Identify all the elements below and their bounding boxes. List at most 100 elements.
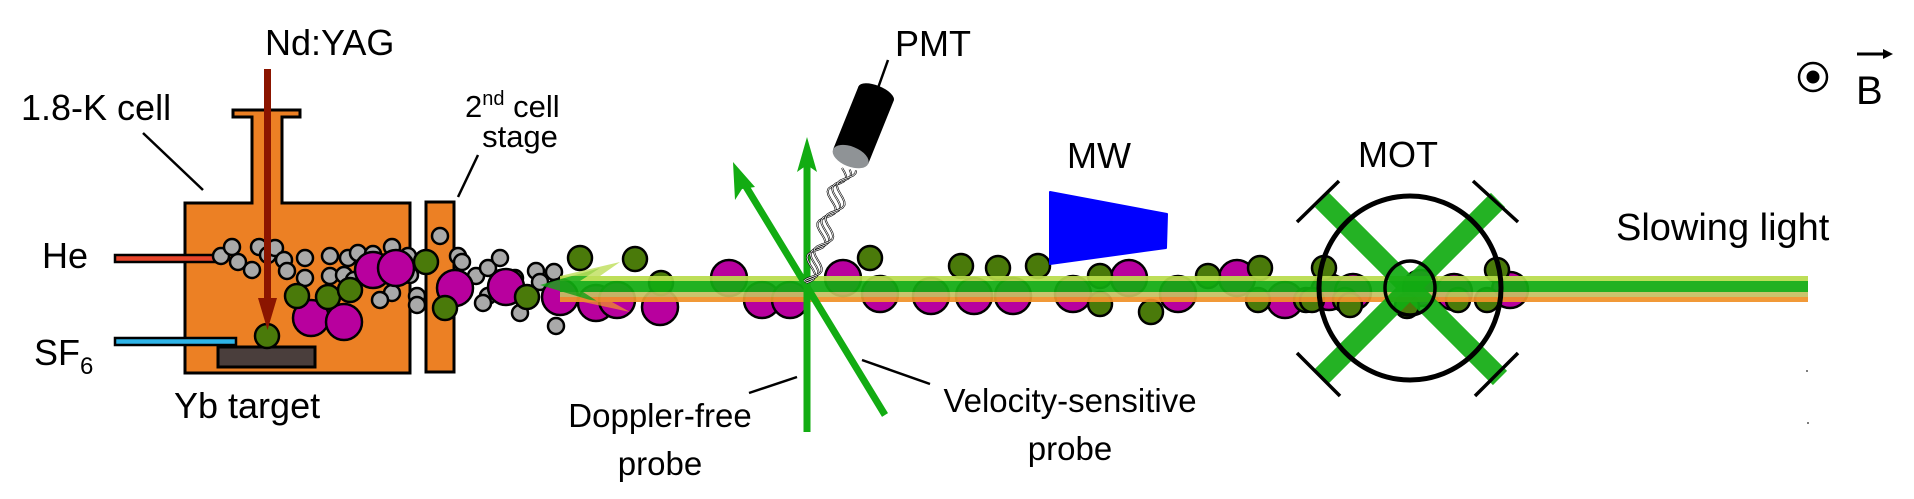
ybf-molecule [1024, 252, 1052, 280]
pmt-label: PMT [895, 23, 971, 64]
second-stage-label-line2: stage [482, 119, 558, 154]
mw-label: MW [1067, 135, 1131, 176]
fluorescence-wave [803, 170, 857, 282]
stray-dot [1806, 370, 1808, 372]
ybf-molecule [856, 244, 884, 272]
velocity-sensitive-probe-beam [742, 183, 888, 417]
pmt-body [833, 86, 894, 164]
doppler-free-probe [797, 137, 817, 432]
ybf-molecule [412, 248, 440, 276]
beam-stripe-green [560, 281, 1808, 292]
mot-beams [1312, 192, 1508, 386]
vector-arrow-head [1883, 49, 1893, 59]
slowing-light-label: Slowing light [1616, 207, 1830, 249]
ybf-molecule [947, 252, 975, 280]
mot [1295, 179, 1520, 398]
he-atom [370, 290, 390, 310]
ybf-molecule [336, 276, 364, 304]
second-stage-label: 2nd cell [465, 88, 560, 124]
ybf-molecule [314, 283, 342, 311]
he-atom [228, 252, 248, 272]
sf6-label: SF6 [34, 332, 93, 380]
he-atom [478, 258, 498, 278]
second-stage-rest: cell [505, 89, 560, 124]
mot-mirror-bottom-right [1473, 351, 1520, 398]
yb-target-label: Yb target [174, 385, 320, 426]
beam-arrowhead-lightgreen [560, 262, 620, 276]
doppler-free-leader-line [748, 375, 798, 395]
he-atom [544, 262, 564, 282]
ybf-molecule [1137, 298, 1165, 326]
he-atom [295, 248, 315, 268]
second-stage-num: 2 [465, 89, 482, 124]
yb-atom [376, 248, 416, 288]
mot-label: MOT [1358, 134, 1438, 175]
cell-label: 1.8-K cell [21, 87, 171, 128]
b-field-label: B [1856, 69, 1883, 113]
sf6-subscript: 6 [80, 353, 93, 380]
slowing-light-beam [540, 262, 1808, 312]
ybf-molecule [566, 244, 594, 272]
he-inlet-tube [113, 253, 217, 264]
cell-body [183, 108, 412, 375]
nd-yag-label: Nd:YAG [265, 22, 394, 63]
probe-beams [733, 137, 888, 432]
he-atom [222, 237, 242, 257]
he-label: He [42, 235, 88, 276]
mot-cloud-region [1383, 259, 1437, 317]
pmt-top-cap [858, 83, 894, 104]
he-atom [430, 226, 450, 246]
sf6-main: SF [34, 332, 80, 373]
he-atom [320, 246, 340, 266]
mot-coil [1316, 193, 1504, 383]
velocity-sensitive-label-line2: probe [1028, 430, 1112, 467]
pmt-detector [832, 83, 894, 169]
out-of-page-icon [1797, 61, 1829, 93]
velocity-sensitive-probe [733, 162, 888, 417]
he-atom [242, 260, 262, 280]
beam-arrowhead-green [540, 268, 600, 303]
pmt-window [832, 144, 869, 169]
ybf-molecule [431, 294, 459, 322]
he-atom [452, 252, 472, 272]
beam-stripe-orange [560, 297, 1808, 302]
sf6-inlet-tube [113, 336, 238, 347]
mot-mirror-top-left [1295, 179, 1341, 224]
mot-mirror-bottom-left [1295, 351, 1342, 398]
he-atom [407, 295, 427, 315]
doppler-free-label-line2: probe [618, 445, 702, 482]
doppler-free-probe-arrowhead [797, 137, 817, 172]
doppler-free-label: Doppler-free [568, 397, 751, 434]
second-stage-leader-line [456, 154, 480, 198]
he-atom [546, 316, 566, 336]
pmt-leader-line [876, 59, 890, 89]
beam-arrowhead-orange [560, 297, 630, 312]
velocity-sensitive-label: Velocity-sensitive [943, 382, 1196, 419]
he-atom [277, 261, 297, 281]
mot-mirrors [1295, 179, 1520, 398]
second-stage-sup: nd [482, 88, 504, 110]
ybf-molecule [283, 282, 311, 310]
microwave-horn [1049, 191, 1168, 265]
he-atom [490, 248, 510, 268]
beam-stripe-lightgreen [560, 276, 1808, 281]
leader-lines [142, 59, 931, 395]
b-field-symbol: B [1797, 49, 1893, 113]
yb-target [216, 345, 317, 369]
mot-mirror-top-right [1471, 179, 1520, 224]
velocity-sensitive-probe-arrowhead [733, 162, 755, 200]
mot-beam-diagonal-2 [1312, 192, 1506, 386]
ybf-molecule [513, 283, 541, 311]
velocity-sensitive-leader-line [861, 358, 931, 386]
ablation-laser-arrowhead [258, 298, 277, 330]
ablation-laser-beam [264, 69, 271, 304]
yb-atom [324, 302, 364, 342]
beam-stripe-khaki [560, 292, 1808, 297]
he-atom [473, 293, 493, 313]
out-of-page-dot [1806, 70, 1820, 84]
fluorescence-wave [804, 169, 852, 282]
ybf-molecule [621, 245, 649, 273]
fluorescence-signal [803, 167, 858, 284]
ablation-laser [258, 69, 277, 330]
